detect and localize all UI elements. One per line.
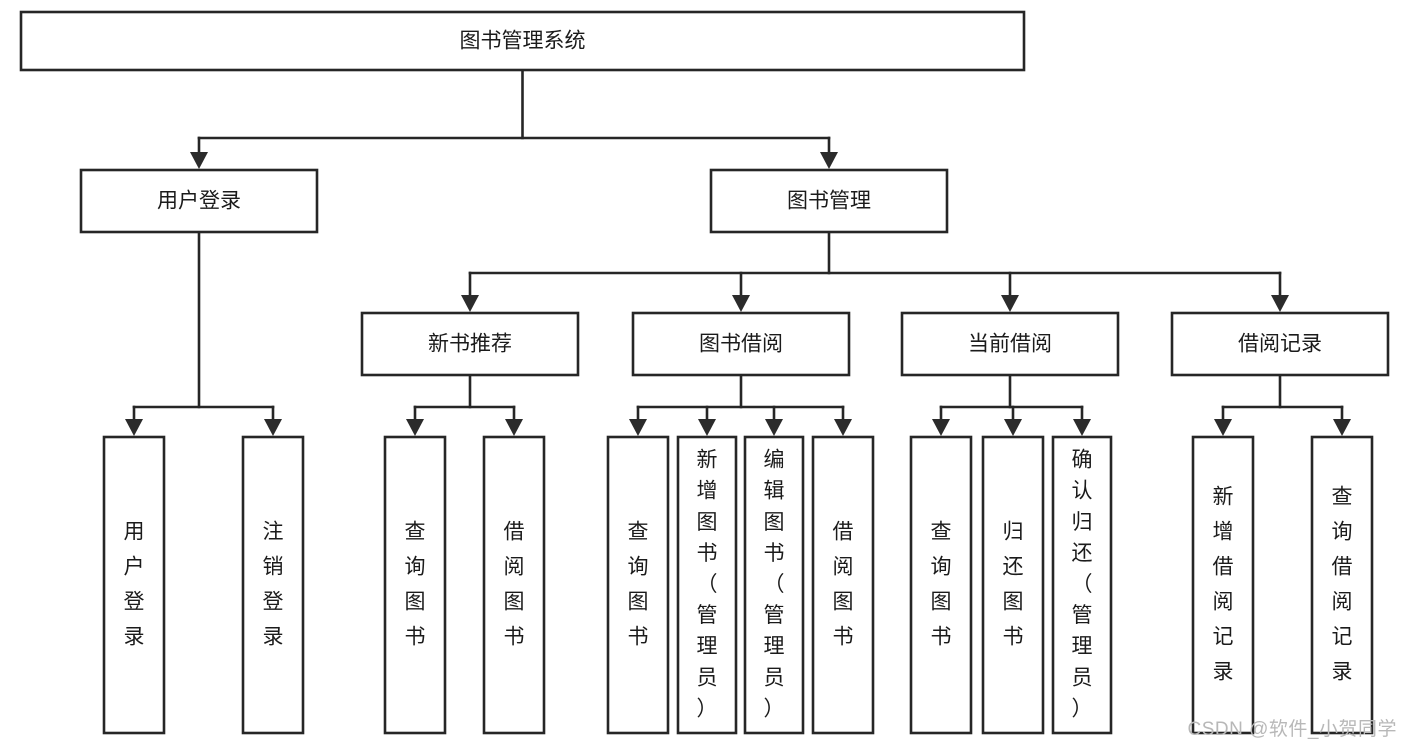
node-rec-query-book[interactable]: 查询图书 [383,435,447,735]
edge-group-current-borrow [932,373,1091,436]
node-box-borrow-edit-book [743,435,805,735]
edge-group-book-manage [461,230,1289,312]
node-box-borrow-lend-book [811,435,875,735]
node-box-book-borrow [631,311,851,377]
node-label-book-manage: 图书管理 [787,190,871,213]
node-box-leaf-user-logout [241,435,305,735]
edge-group-user-login [125,230,282,436]
node-root[interactable]: 图书管理系统 [19,10,1026,72]
node-box-book-manage [709,168,949,234]
node-new-book-rec[interactable]: 新书推荐 [360,311,580,377]
arrow-head [765,419,783,436]
edge-group-book-borrow [629,373,852,436]
node-rec-query-record[interactable]: 查询借阅记录 [1310,435,1374,735]
node-box-rec-add-record [1191,435,1255,735]
arrow-head [820,152,838,169]
node-label-rec-add-record: 新增借阅记录 [1213,485,1234,683]
arrow-head [406,419,424,436]
node-label-book-borrow: 图书借阅 [699,333,783,356]
arrow-head [1001,295,1019,312]
node-leaf-user-logout[interactable]: 注销登录 [241,435,305,735]
node-borrow-lend-book[interactable]: 借阅图书 [811,435,875,735]
arrow-head [1333,419,1351,436]
arrow-head [1073,419,1091,436]
node-box-borrow-query-book [606,435,670,735]
node-label-user-login: 用户登录 [157,190,241,213]
node-cur-confirm-return[interactable]: 确认归还（管理员） [1051,435,1113,735]
arrow-head [1214,419,1232,436]
edge-group-borrow-record [1214,373,1351,436]
arrow-head [125,419,143,436]
node-box-borrow-record [1170,311,1390,377]
arrow-head [190,152,208,169]
node-label-borrow-lend-book: 借阅图书 [833,520,854,648]
arrow-head [629,419,647,436]
node-box-user-login [79,168,319,234]
node-box-cur-confirm-return [1051,435,1113,735]
node-label-cur-return-book: 归还图书 [1003,520,1024,648]
node-label-borrow-add-book: 新增图书（管理员） [697,448,718,720]
node-label-borrow-edit-book: 编辑图书（管理员） [764,448,785,720]
node-rec-add-record[interactable]: 新增借阅记录 [1191,435,1255,735]
node-cur-return-book[interactable]: 归还图书 [981,435,1045,735]
node-leaf-user-login[interactable]: 用户登录 [102,435,166,735]
edge-group-new-book-rec [406,373,523,436]
arrow-head [505,419,523,436]
node-borrow-edit-book[interactable]: 编辑图书（管理员） [743,435,805,735]
node-user-login[interactable]: 用户登录 [79,168,319,234]
arrow-head [264,419,282,436]
nodes-layer: 图书管理系统用户登录图书管理用户登录注销登录新书推荐图书借阅当前借阅借阅记录查询… [19,10,1390,735]
node-box-borrow-add-book [676,435,738,735]
node-book-manage[interactable]: 图书管理 [709,168,949,234]
node-box-rec-query-record [1310,435,1374,735]
arrow-head [932,419,950,436]
arrow-head [461,295,479,312]
node-label-borrow-record: 借阅记录 [1238,333,1322,356]
node-label-leaf-user-logout: 注销登录 [263,520,284,648]
edges-layer [125,68,1351,436]
node-label-borrow-query-book: 查询图书 [628,520,649,648]
node-box-current-borrow [900,311,1120,377]
node-label-rec-borrow-book: 借阅图书 [504,520,525,648]
node-box-cur-return-book [981,435,1045,735]
node-rec-borrow-book[interactable]: 借阅图书 [482,435,546,735]
node-box-new-book-rec [360,311,580,377]
arrow-head [834,419,852,436]
node-label-leaf-user-login: 用户登录 [124,520,145,648]
arrow-head [698,419,716,436]
edge-group-root [190,68,838,169]
arrow-head [732,295,750,312]
arrow-head [1004,419,1022,436]
node-label-rec-query-record: 查询借阅记录 [1332,485,1353,683]
node-current-borrow[interactable]: 当前借阅 [900,311,1120,377]
node-label-rec-query-book: 查询图书 [405,520,426,648]
node-cur-query-book[interactable]: 查询图书 [909,435,973,735]
node-label-new-book-rec: 新书推荐 [428,333,512,356]
node-book-borrow[interactable]: 图书借阅 [631,311,851,377]
node-box-rec-query-book [383,435,447,735]
node-label-current-borrow: 当前借阅 [968,333,1052,356]
node-box-root [19,10,1026,72]
node-borrow-query-book[interactable]: 查询图书 [606,435,670,735]
node-box-rec-borrow-book [482,435,546,735]
node-box-leaf-user-login [102,435,166,735]
node-label-cur-query-book: 查询图书 [931,520,952,648]
node-borrow-record[interactable]: 借阅记录 [1170,311,1390,377]
node-label-cur-confirm-return: 确认归还（管理员） [1072,448,1093,720]
node-box-cur-query-book [909,435,973,735]
node-label-root: 图书管理系统 [460,30,586,53]
node-borrow-add-book[interactable]: 新增图书（管理员） [676,435,738,735]
arrow-head [1271,295,1289,312]
